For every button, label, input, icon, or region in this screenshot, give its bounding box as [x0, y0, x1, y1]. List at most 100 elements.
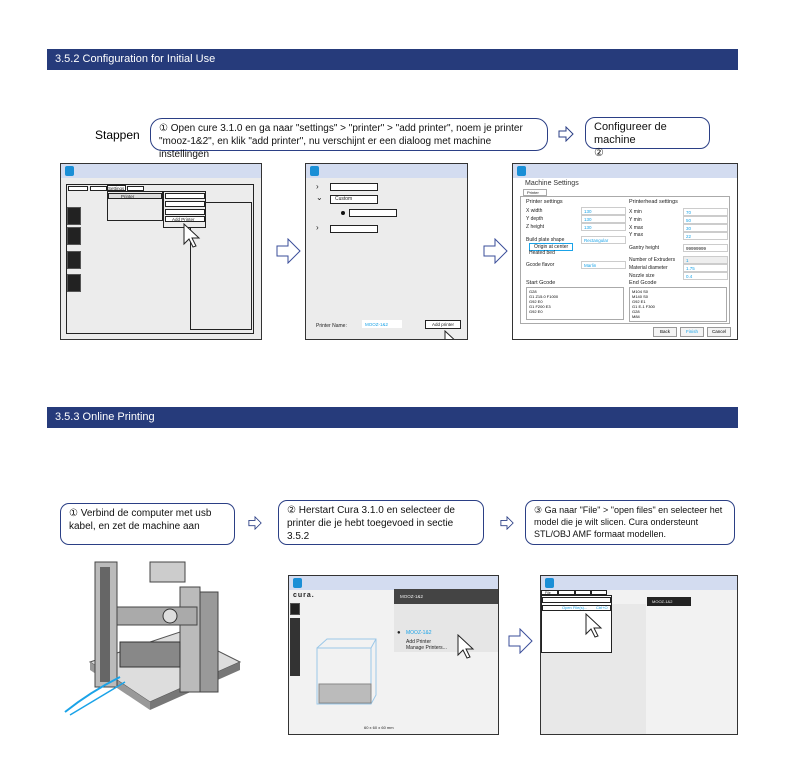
y-max-label: Y max — [629, 232, 644, 238]
gcode-line: G1 Z15.0 F1000 — [529, 294, 559, 299]
mouse-cursor-icon — [183, 223, 201, 248]
build-plate-label: Build plate shape — [526, 237, 565, 243]
cura-window-settings-menu: Settings Printer Add Printer — [60, 163, 262, 340]
build-volume — [316, 638, 377, 705]
tab-printer[interactable]: Printer — [523, 189, 547, 196]
cancel-button[interactable]: Cancel — [707, 327, 731, 337]
arrow-right-icon — [276, 238, 301, 264]
manage-printers-item[interactable]: Manage Printers... — [406, 645, 447, 651]
step-text: Open cure 3.1.0 en ga naar "settings" > … — [159, 123, 523, 160]
material-diameter-input[interactable]: 1.75 — [683, 264, 728, 272]
x-min-label: X min — [629, 209, 642, 215]
y-depth-label: Y depth — [526, 216, 544, 222]
arrow-right-icon — [500, 516, 514, 530]
gcode-line: G1 E-1 F300 — [632, 304, 655, 309]
printer-selector[interactable]: MOOZ-1&2 — [394, 589, 498, 604]
chevron-down-icon[interactable]: ⌄ — [316, 193, 323, 202]
x-width-label: X width — [526, 208, 543, 214]
menu-file[interactable]: File — [541, 590, 558, 595]
x-max-input[interactable]: 30 — [683, 224, 728, 232]
cura-app-icon — [293, 578, 302, 588]
chevron-right-icon[interactable]: › — [316, 182, 319, 191]
y-depth-input[interactable]: 130 — [581, 215, 626, 223]
gcode-line: G28 — [632, 309, 640, 314]
printer-selector[interactable]: MOOZ-1&2 — [647, 597, 691, 606]
add-printer-item[interactable]: Add Printer — [165, 216, 205, 222]
y-min-input[interactable]: 50 — [683, 216, 728, 224]
step-1-box: ① Verbind de computer met usb kabel, en … — [60, 503, 235, 545]
step-text: Ga naar "File" > "open files" en selecte… — [534, 505, 723, 539]
arrow-right-icon — [483, 238, 508, 264]
mouse-cursor-icon — [585, 613, 603, 638]
gantry-height-label: Gantry height — [629, 245, 660, 251]
cura-file-menu-window: File Open File(s)... Ctrl+O MOOZ-1&2 — [540, 575, 738, 735]
cura-main-window: cura. MOOZ-1&2 ● MOOZ-1&2 Add Printer Ma… — [288, 575, 499, 735]
section-header: 3.5.3 Online Printing — [47, 407, 738, 428]
mouse-cursor-icon — [457, 634, 475, 659]
gcode-line: M104 S0 — [632, 289, 649, 294]
y-max-input[interactable]: 22 — [683, 232, 728, 240]
step-text: Configureer de machine — [594, 121, 667, 146]
shortcut-label: Ctrl+O — [596, 605, 608, 610]
toolbar[interactable] — [290, 618, 300, 676]
finish-button[interactable]: Finish — [680, 327, 704, 337]
extruders-label: Number of Extruders — [629, 257, 676, 263]
step-1-box: ① Open cure 3.1.0 en ga naar "settings" … — [150, 118, 548, 160]
origin-at-center-checkbox[interactable]: Origin at center — [529, 243, 574, 251]
nozzle-size-label: Nozzle size — [629, 273, 655, 279]
printer-icon[interactable] — [67, 227, 81, 245]
open-files-item[interactable]: Open File(s)... — [562, 605, 588, 610]
gcode-flavor-select[interactable]: Marlin — [581, 261, 626, 269]
chevron-right-icon[interactable]: › — [316, 223, 319, 232]
extruders-select[interactable]: 1 — [683, 256, 728, 264]
back-button[interactable]: Back — [653, 327, 677, 337]
mouse-cursor-icon — [444, 330, 455, 339]
custom-category[interactable]: Custom — [330, 195, 378, 204]
nozzle-size-input[interactable]: 0.4 — [683, 272, 728, 280]
step-number: ③ — [534, 505, 543, 515]
export-icon[interactable] — [67, 274, 81, 292]
gcode-line: M140 S0 — [632, 294, 649, 299]
radio-selected-icon: ● — [397, 630, 401, 636]
arrow-right-icon — [558, 126, 574, 142]
custom-printer-option[interactable] — [349, 209, 397, 217]
x-min-input[interactable]: 70 — [683, 208, 728, 216]
model-dimensions: 60 x 60 x 60 mm — [364, 725, 394, 730]
heated-bed-checkbox[interactable]: Heated bed — [529, 250, 555, 256]
menu-printer[interactable]: Printer — [108, 193, 162, 199]
menu-settings[interactable]: Settings — [107, 185, 126, 191]
open-file-icon[interactable] — [67, 207, 81, 225]
add-printer-item[interactable]: Add Printer — [406, 639, 432, 645]
radio-selected-icon[interactable] — [341, 211, 345, 215]
cura-logo: cura. — [293, 592, 315, 599]
printer-name-input[interactable]: MOOZ-1&2 — [362, 320, 402, 328]
cura-app-icon — [517, 166, 526, 176]
printer-menu-item[interactable]: MOOZ-1&2 — [406, 630, 432, 636]
printhead-settings-heading: Printerhead settings — [629, 199, 678, 205]
arrow-right-icon — [248, 516, 262, 530]
start-gcode-heading: Start Gcode — [526, 280, 556, 286]
cura-app-icon — [310, 166, 319, 176]
build-plate-select[interactable]: Rectangular — [581, 236, 626, 244]
step-text: Herstart Cura 3.1.0 en selecteer de prin… — [287, 505, 455, 542]
printer-name-label: Printer Name: — [316, 323, 347, 329]
gantry-height-input[interactable]: 99999999 — [683, 244, 728, 252]
step-3-box: ③ Ga naar "File" > "open files" en selec… — [525, 500, 735, 545]
add-printer-button[interactable]: Add printer — [425, 320, 461, 329]
import-icon[interactable] — [67, 251, 81, 269]
step-number: ① — [69, 508, 78, 519]
end-gcode-heading: End Gcode — [629, 280, 657, 286]
z-height-input[interactable]: 130 — [581, 223, 626, 231]
open-file-icon[interactable] — [290, 603, 300, 615]
printer-settings-heading: Printer settings — [526, 199, 563, 205]
step-number: ② — [287, 505, 296, 516]
step-text: Verbind de computer met usb kabel, en ze… — [69, 508, 212, 532]
gcode-line: G92 E1 — [632, 299, 646, 304]
z-height-label: Z height — [526, 224, 545, 230]
x-width-input[interactable]: 130 — [581, 207, 626, 215]
machine-settings-dialog: Machine Settings Printer Printer setting… — [512, 163, 738, 340]
step-number: ② — [594, 147, 604, 159]
gcode-line: G92 E0 — [529, 299, 543, 304]
